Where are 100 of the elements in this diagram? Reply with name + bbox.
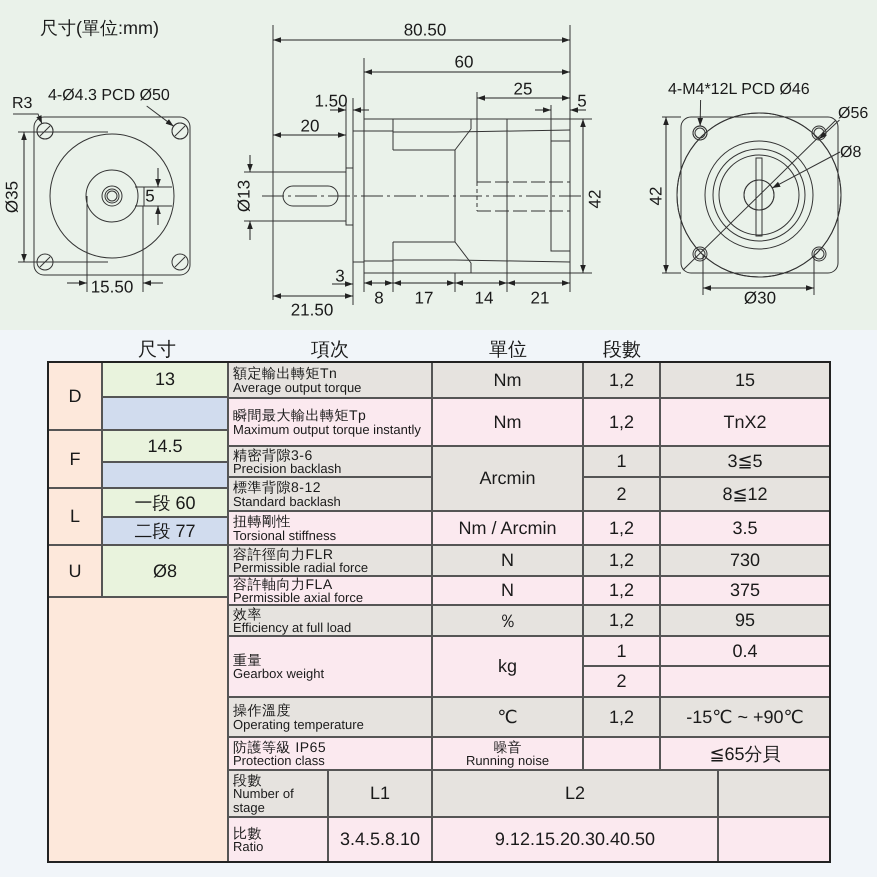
cell-text: 比數 [233,826,262,840]
cell-text: 標準背隙8-12 [233,480,322,494]
dimension-label: 60 [454,54,474,70]
cell-text: 噪音 [494,740,522,754]
cell-value: 一段 60 [134,492,196,514]
cell-text: Running noise [466,754,550,767]
cell-value: 二段 77 [134,520,196,543]
cell-value: Nm [494,370,522,390]
leader-text: 4-M4*12L PCD Ø46 [668,80,810,100]
cell-value: Nm / Arcmin [458,518,556,538]
cell-text: 瞬間最大輸出轉矩Tp [233,408,366,422]
cell-value: 2 [616,671,626,692]
cell-value: 15 [734,370,756,390]
column-header: 尺寸 [138,340,176,360]
cell-value: L2 [564,783,586,804]
cell-value: L1 [370,783,390,804]
cell-text: 精密背隙3-6 [233,448,313,462]
dimension-label: 21.50 [290,302,334,318]
cell-value: D [68,386,82,406]
cell-value: 8≦12 [722,484,768,504]
cell-text: Number of stage [233,787,295,814]
cell-text: Maximum output torque instantly [233,422,421,436]
cell-value: 730 [730,550,760,571]
dimension-label: Ø30 [744,290,776,306]
cell-value: 2 [616,484,626,504]
cell-value: 13 [154,369,176,390]
cell-value: U [68,560,82,582]
dimension-label: 20 [300,118,320,134]
cell-value: 3≦5 [727,451,763,472]
cell-text: 額定輸出轉矩Tn [233,366,338,380]
cell-value: 1,2 [608,550,634,571]
cell-value: Ø8 [152,560,177,582]
leader-line [697,100,704,126]
leader-text: Ø8 [840,143,862,163]
diagram-title: 尺寸(單位:mm) [40,17,159,40]
mounting-hole [172,122,188,140]
column-header: 項次 [311,340,349,360]
cell-value: kg [498,656,517,677]
cell-value: L [70,506,80,527]
dimension-label: 42 [648,186,664,206]
dimension-label: Ø13 [236,180,252,212]
cell-value: -15℃ ~ +90℃ [686,706,804,728]
dimension-label: 5 [577,92,587,110]
cell-text: Average output torque [233,380,362,394]
cell-text: 容許軸向力FLA [233,577,333,592]
cell-value: ≦65分貝 [709,742,781,766]
leader-line [12,114,42,124]
cell-text: Gearbox weight [233,667,324,680]
cell-value: 375 [730,580,760,601]
cell-value: 95 [734,610,756,631]
cell-text: Operating temperature [233,718,364,731]
mounting-hole [36,122,54,140]
column-header: 單位 [489,340,527,360]
cell-text: Standard backlash [233,494,341,508]
dimension-label: 80.50 [404,22,446,38]
cell-text: 扭轉剛性 [233,514,291,528]
dimension-label: 15.50 [90,278,134,296]
shaft-bore [744,180,774,210]
dimension-label: 25 [514,80,532,98]
cell-text: Permissible radial force [233,561,368,574]
cell-text: Ratio [233,840,264,854]
dimension-label: 5 [145,188,155,204]
leader-text: 4-Ø4.3 PCD Ø50 [48,86,170,106]
cell-value: 0.4 [732,640,758,662]
cell-value: 1,2 [608,412,634,432]
leader-line [146,106,174,127]
cell-value: N [501,580,514,601]
cell-value: 1,2 [608,706,634,728]
dimension-label: 21 [530,290,550,306]
cell-value: 9.12.15.20.30.40.50 [494,829,656,850]
cell-value: 3.5 [732,518,758,538]
leader-line [818,120,840,140]
dimension-label: 42 [586,190,604,208]
cell-value: 1,2 [608,610,634,631]
leader-text: R3 [12,94,32,114]
cell-value: 1 [616,451,626,472]
leader-text: Ø56 [838,104,868,124]
cell-text: 段數 [233,773,262,788]
cell-value: 1,2 [608,580,634,601]
cell-value: 3.4.5.8.10 [340,829,420,850]
cell-text: Precision backlash [233,462,342,476]
cell-text: 重量 [233,652,262,667]
cell-text: Permissible axial force [233,591,364,604]
cell-text: 防護等級 IP65 [233,740,326,754]
dimension-label: 17 [414,290,434,306]
threaded-hole [692,126,708,140]
cell-value: Arcmin [479,468,536,489]
cell-value: 14.5 [147,436,183,456]
cell-text: Efficiency at full load [233,621,352,634]
column-header: 段數 [603,340,641,360]
dimension-label: 3 [335,268,345,284]
cell-value: N [501,550,514,571]
dimension-label: Ø35 [4,180,20,214]
cell-value: 1,2 [608,370,634,390]
dimension-label: 14 [474,290,494,306]
dimension-label: 1.50 [314,92,348,110]
cell-value: ％ [498,610,516,632]
cell-text: Protection class [233,754,325,768]
cell-value: Nm [494,412,522,432]
cell-value: 1 [616,640,626,662]
